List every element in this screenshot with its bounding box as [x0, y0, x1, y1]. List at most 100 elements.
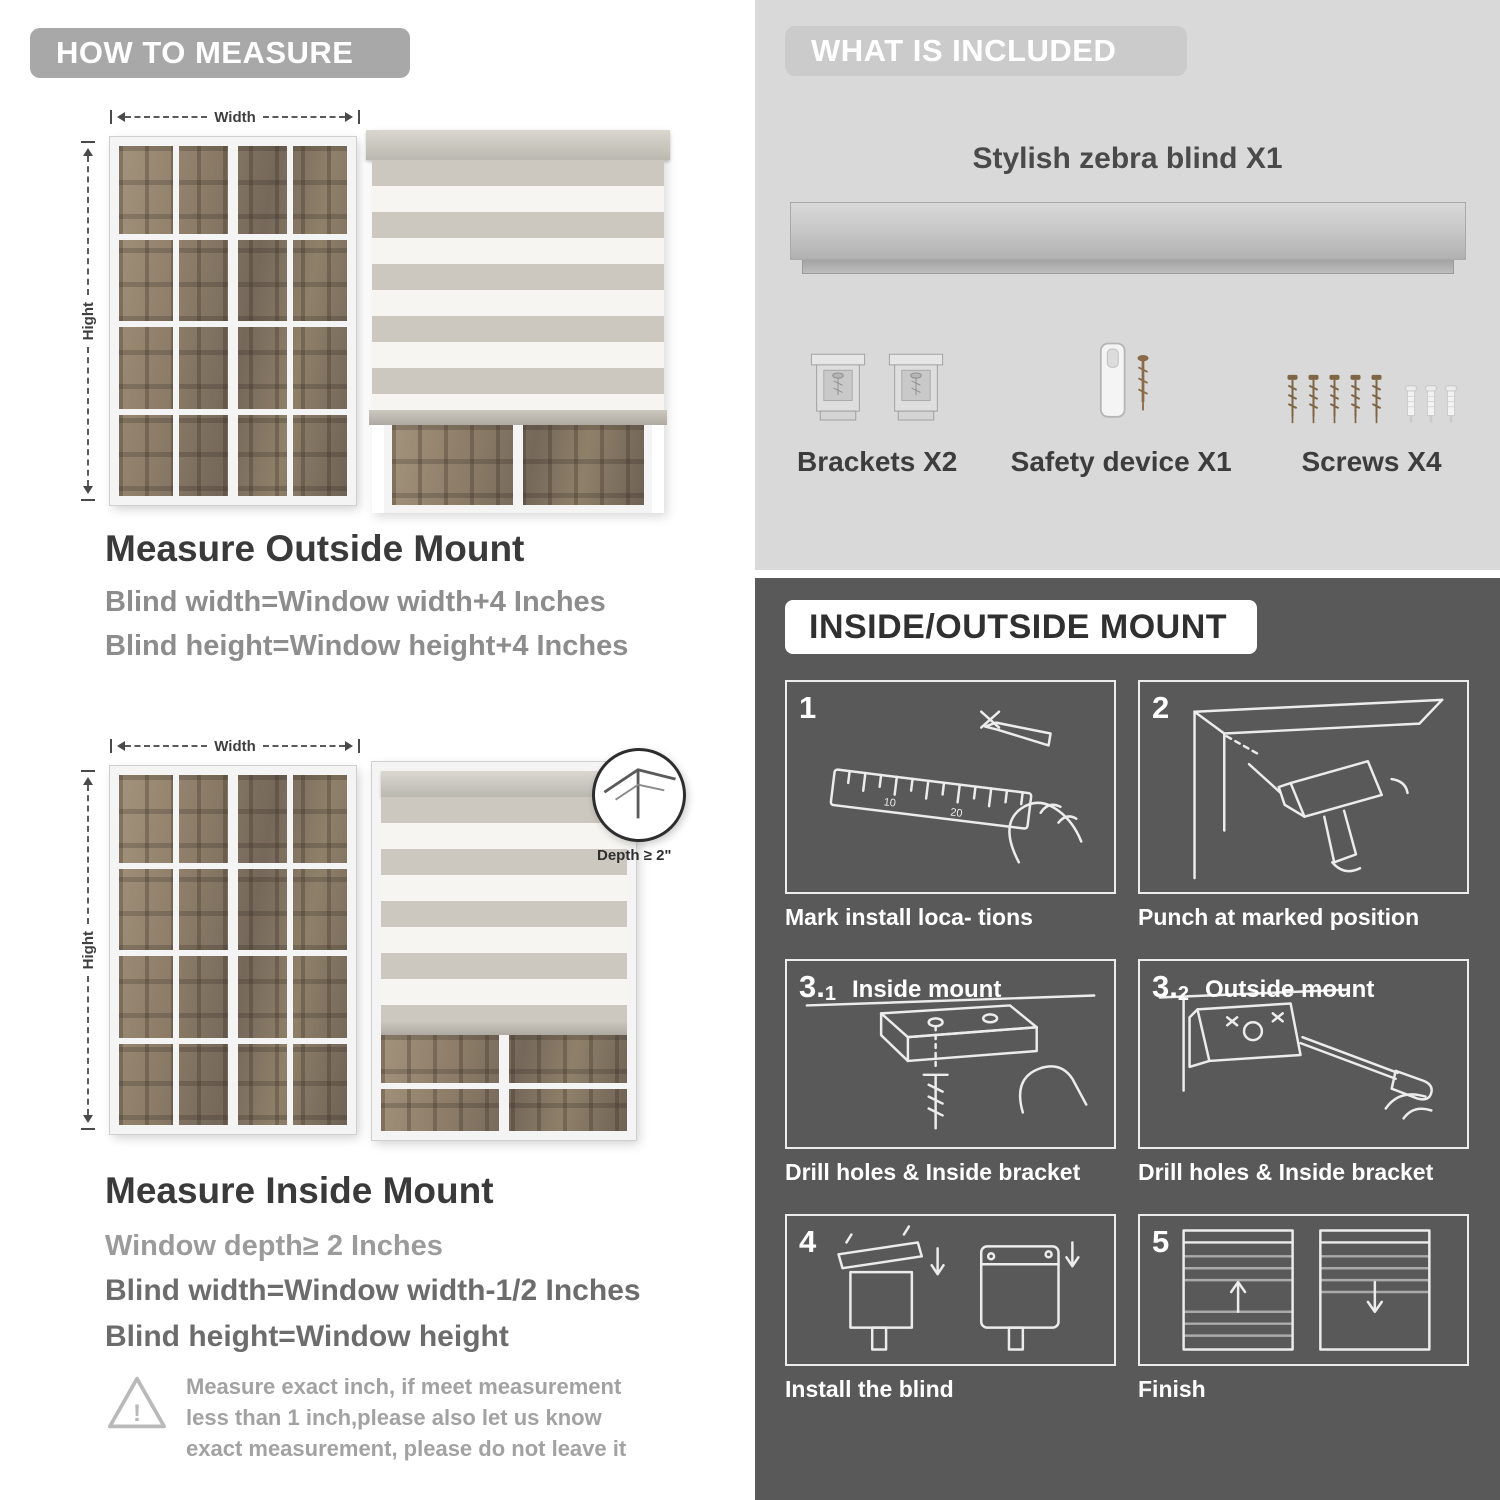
step-3-2-number: 3. 2 Outside mount	[1152, 969, 1374, 1005]
headrail-underside	[802, 260, 1454, 274]
screw-icon	[1350, 374, 1361, 424]
step-3-2-caption: Drill holes & Inside bracket	[1138, 1159, 1434, 1185]
dim-tick	[358, 739, 361, 753]
how-to-measure-section: HOW TO MEASURE Width Hight	[0, 28, 750, 1461]
finish-drawing	[1182, 1229, 1431, 1351]
step-4-box: 4	[785, 1214, 1116, 1366]
included-items-row: Brackets X2 Safety device X1	[797, 338, 1458, 478]
safety-device-graphic	[1077, 338, 1165, 426]
width-dimension: Width	[110, 737, 361, 755]
dim-tick	[81, 141, 95, 143]
outside-mount-title: Measure Outside Mount	[105, 528, 525, 569]
step-number: 1	[799, 690, 817, 725]
arrow-right-icon	[345, 112, 358, 122]
step-3-1: 3. 1 Inside mount	[785, 959, 1116, 1186]
ruler-number: 20	[950, 806, 963, 819]
step-5: 5	[1138, 1214, 1469, 1403]
wall-anchor-icon	[1425, 385, 1437, 423]
brackets-item: Brackets X2	[797, 350, 957, 478]
how-to-measure-header: HOW TO MEASURE	[30, 28, 410, 78]
outside-rule-height: Blind height=Window height+4 Inches	[105, 630, 629, 662]
steps-grid: 1 10 20	[785, 680, 1469, 1403]
width-label: Width	[214, 737, 256, 755]
width-dimension: Width	[110, 108, 361, 126]
width-label: Width	[214, 108, 256, 126]
screw-icon	[1371, 374, 1382, 424]
what-is-included-section: WHAT IS INCLUDED Stylish zebra blind X1	[755, 0, 1500, 570]
window-corner-detail	[603, 768, 676, 819]
wall-anchor-icon	[1445, 385, 1457, 423]
screw-icon	[1308, 374, 1319, 424]
dim-dash	[262, 116, 346, 118]
step-subnumber: 1	[824, 983, 836, 1005]
step-number: 5	[1152, 1224, 1170, 1259]
step-3-1-caption: Drill holes & Inside bracket	[785, 1159, 1081, 1185]
dim-dash	[262, 745, 346, 747]
height-label: Hight	[79, 301, 97, 341]
right-panel: WHAT IS INCLUDED Stylish zebra blind X1	[755, 0, 1500, 1500]
window-below-blind	[384, 425, 652, 513]
step-1-box: 1 10 20	[785, 680, 1116, 894]
step-label: Outside mount	[1204, 976, 1375, 1003]
safety-device-icon	[1100, 342, 1149, 418]
step-1: 1 10 20	[785, 680, 1116, 931]
step-2-number: 2	[1152, 690, 1185, 726]
blind-item-label: Stylish zebra blind X1	[972, 142, 1283, 175]
height-label: Hight	[79, 930, 97, 970]
headrail-face	[790, 202, 1466, 260]
dim-dash	[87, 785, 89, 924]
install-blind-drawing	[837, 1225, 1080, 1351]
window-below-blind	[381, 1035, 627, 1131]
step-subnumber: 2	[1177, 983, 1189, 1005]
inside-mount-figure: Width Hight	[0, 732, 750, 1152]
dim-dash	[125, 116, 208, 118]
window-muntin	[119, 862, 347, 869]
screws-label: Screws X4	[1301, 446, 1442, 477]
inside-rule-depth: Window depth≥ 2 Inches	[105, 1230, 443, 1262]
dim-tick	[110, 739, 112, 753]
depth-requirement-label: Depth ≥ 2"	[597, 847, 672, 864]
step-number: 4	[799, 1224, 817, 1259]
arrow-down-icon	[83, 486, 93, 499]
step-4-number: 4	[799, 1224, 832, 1260]
arrow-left-icon	[112, 112, 125, 122]
screws-item: Screws X4	[1285, 372, 1458, 478]
dim-dash	[87, 347, 89, 487]
step-number: 3.	[1152, 969, 1178, 1004]
height-dimension: Hight	[79, 770, 97, 1131]
screws-graphic	[1285, 372, 1458, 426]
what-is-included-title: WHAT IS INCLUDED	[811, 33, 1117, 68]
brackets-graphic	[806, 350, 948, 426]
svg-text:!: !	[133, 1400, 141, 1427]
depth-zoom-circle	[592, 748, 686, 842]
dim-tick	[358, 110, 361, 124]
window-muntin	[119, 233, 347, 240]
blind-headrail	[381, 771, 627, 797]
window-muntin	[119, 408, 347, 415]
step-label: Inside mount	[851, 976, 1002, 1003]
screw-icon	[1287, 374, 1298, 424]
step-1-caption: Mark install loca- tions	[785, 904, 1033, 930]
blind-bottomrail	[381, 1021, 627, 1035]
safety-device-label: Safety device X1	[1010, 446, 1232, 477]
dim-dash	[87, 156, 89, 295]
warning-triangle-icon: !	[106, 1374, 168, 1437]
inside-mount-title: Measure Inside Mount	[105, 1170, 494, 1211]
height-dimension: Hight	[79, 141, 97, 502]
mark-locations-drawing: 10 20	[829, 710, 1083, 864]
step-2-box: 2	[1138, 680, 1469, 894]
dim-dash	[125, 745, 208, 747]
screw-icon	[1329, 374, 1340, 424]
step-5-number: 5	[1152, 1224, 1185, 1260]
zebra-blind-outside-illustration	[366, 130, 670, 513]
step-4-caption: Install the blind	[785, 1376, 954, 1402]
dim-tick	[81, 499, 95, 502]
ruler-number: 10	[883, 796, 896, 809]
mount-section-title: INSIDE/OUTSIDE MOUNT	[809, 607, 1228, 646]
window-mullion	[513, 425, 523, 505]
outside-bracket-drawing	[1158, 988, 1433, 1120]
step-3-1-box: 3. 1 Inside mount	[785, 959, 1116, 1149]
dim-tick	[110, 110, 112, 124]
arrow-down-icon	[83, 1115, 93, 1128]
